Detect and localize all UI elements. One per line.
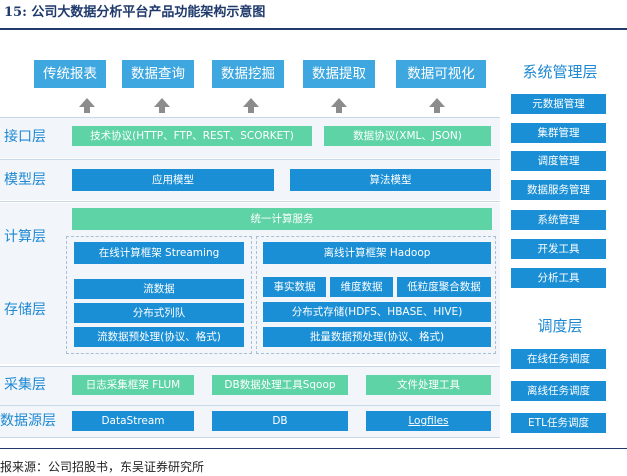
- streaming-dashed-group: [66, 236, 252, 354]
- figure-title: 15: 公司大数据分析平台产品功能架构示意图: [4, 5, 266, 20]
- compute-hadoop-box: 离线计算框架 Hadoop: [263, 242, 491, 264]
- layer-separator: [0, 117, 500, 118]
- layer-separator: [0, 201, 500, 202]
- layer-label-collection: 采集层: [4, 377, 46, 393]
- layer-separator: [0, 405, 500, 406]
- storage-fact-data-box: 事实数据: [263, 277, 326, 297]
- source-datastream-box: DataStream: [72, 411, 194, 431]
- scheduling-item: ETL任务调度: [511, 413, 606, 433]
- layer-label-interface: 接口层: [4, 129, 46, 145]
- system-mgmt-item: 数据服务管理: [511, 180, 606, 200]
- system-mgmt-item: 元数据管理: [511, 94, 606, 114]
- scheduling-item: 离线任务调度: [511, 381, 606, 401]
- system-mgmt-item: 开发工具: [511, 239, 606, 259]
- layer-label-source: 数据源层: [0, 413, 56, 429]
- system-mgmt-item: 分析工具: [511, 268, 606, 288]
- model-application-box: 应用模型: [72, 169, 274, 191]
- storage-stream-preprocess-box: 流数据预处理(协议、格式): [74, 327, 244, 347]
- storage-distributed-store-box: 分布式存储(HDFS、HBASE、HIVE): [263, 302, 491, 322]
- source-logfiles-box: Logfiles: [366, 411, 491, 431]
- layer-label-storage: 存储层: [4, 302, 46, 318]
- system-mgmt-item: 集群管理: [511, 123, 606, 143]
- bottom-rule: [0, 448, 627, 449]
- source-db-box: DB: [212, 411, 348, 431]
- compute-streaming-box: 在线计算框架 Streaming: [74, 242, 244, 264]
- layer-separator: [0, 366, 500, 367]
- system-mgmt-title: 系统管理层: [522, 63, 598, 81]
- model-algorithm-box: 算法模型: [290, 169, 491, 191]
- interface-tech-protocol-box: 技术协议(HTTP、FTP、REST、SCORKET): [72, 126, 312, 146]
- layer-label-model: 模型层: [4, 172, 46, 188]
- title-rule: [0, 28, 627, 30]
- storage-stream-data-box: 流数据: [74, 279, 244, 299]
- batch-dashed-group: [256, 236, 496, 354]
- scheduling-item: 在线任务调度: [511, 349, 606, 369]
- top-app-data-query: 数据查询: [122, 60, 194, 88]
- top-app-traditional-report: 传统报表: [34, 60, 106, 88]
- layer-label-compute: 计算层: [4, 229, 46, 245]
- collection-file-tool-box: 文件处理工具: [366, 375, 491, 395]
- layer-separator: [0, 437, 500, 438]
- collection-flum-box: 日志采集框架 FLUM: [72, 375, 194, 395]
- top-app-data-extract: 数据提取: [303, 60, 375, 88]
- system-mgmt-item: 系统管理: [511, 210, 606, 230]
- system-mgmt-item: 调度管理: [511, 151, 606, 171]
- storage-low-granularity-box: 低粒度聚合数据: [397, 277, 491, 297]
- storage-batch-preprocess-box: 批量数据预处理(协议、格式): [263, 327, 491, 347]
- top-app-data-mining: 数据挖掘: [212, 60, 284, 88]
- top-app-data-visualization: 数据可视化: [396, 60, 486, 88]
- interface-data-protocol-box: 数据协议(XML、JSON): [324, 126, 491, 146]
- source-note: 报来源：公司招股书，东吴证券研究所: [0, 460, 205, 474]
- storage-dimension-data-box: 维度数据: [330, 277, 393, 297]
- scheduling-title: 调度层: [537, 317, 583, 335]
- compute-unified-service-box: 统一计算服务: [72, 208, 492, 230]
- collection-sqoop-box: DB数据处理工具Sqoop: [212, 375, 348, 395]
- storage-distributed-queue-box: 分布式列队: [74, 303, 244, 323]
- layer-separator: [0, 159, 500, 160]
